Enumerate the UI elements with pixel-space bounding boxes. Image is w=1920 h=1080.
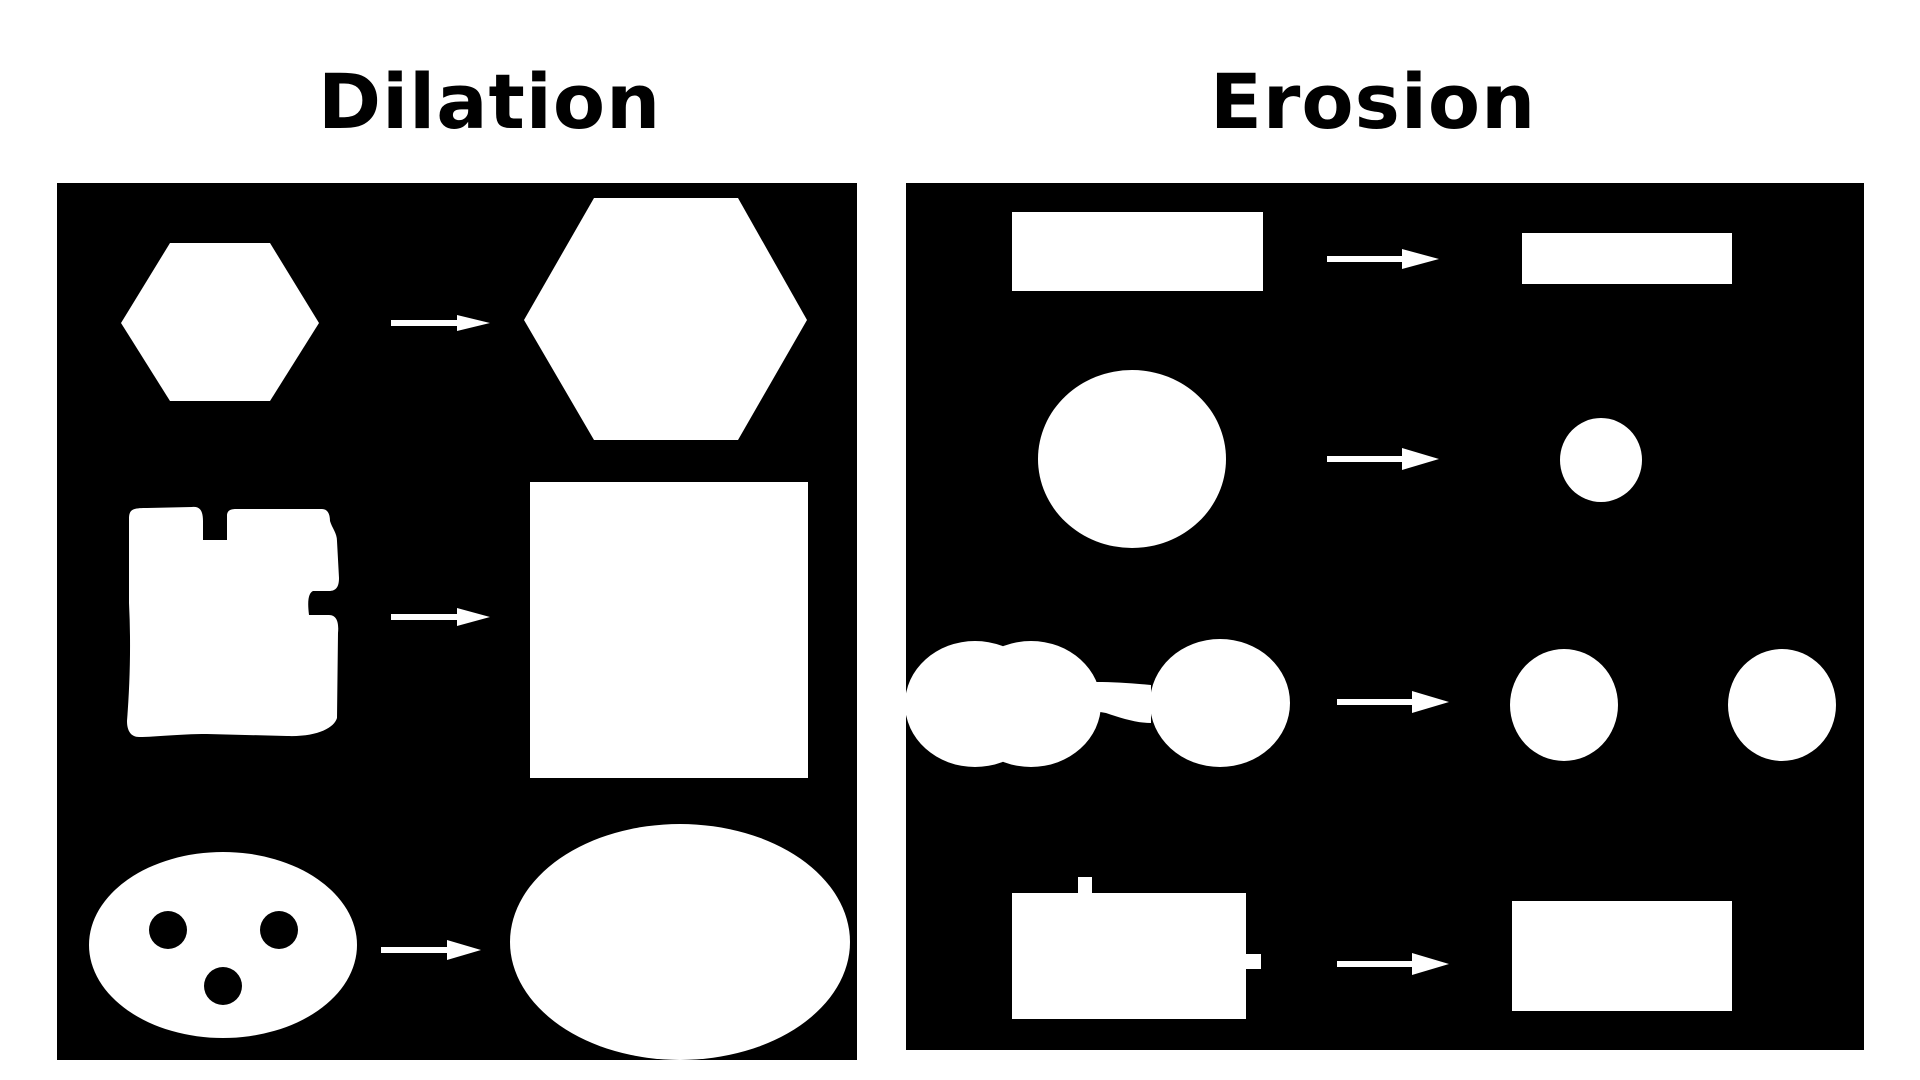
large-hexagon [524, 198, 807, 440]
hole [149, 911, 187, 949]
arrow-icon [1327, 448, 1439, 470]
small-circle [1560, 418, 1642, 502]
eroded-circle [1728, 649, 1836, 761]
hole [260, 911, 298, 949]
small-hexagon [121, 243, 319, 401]
arrow-icon [381, 940, 481, 960]
arrow-icon [1327, 249, 1439, 269]
two-circles-joined-by-bridge [906, 639, 1290, 767]
arrow-icon [391, 315, 490, 331]
eroded-circle [1510, 649, 1618, 761]
rectangle-with-small-protrusions [1012, 877, 1261, 1019]
dilation-panel [57, 183, 857, 1060]
ellipse-with-three-holes [89, 852, 357, 1038]
arrow-icon [1337, 691, 1449, 713]
arrow-icon [391, 608, 490, 626]
large-circle [1038, 370, 1226, 548]
wide-rectangle [1012, 212, 1263, 291]
thin-rectangle [1522, 233, 1732, 284]
filled-square [530, 482, 808, 778]
filled-ellipse [510, 824, 850, 1060]
arrow-icon [1337, 953, 1449, 975]
clean-rectangle [1512, 901, 1732, 1011]
dilation-title: Dilation [318, 57, 662, 146]
erosion-title: Erosion [1210, 57, 1537, 146]
jagged-square-with-notches [127, 506, 339, 737]
erosion-panel [906, 183, 1864, 1050]
hole [204, 967, 242, 1005]
